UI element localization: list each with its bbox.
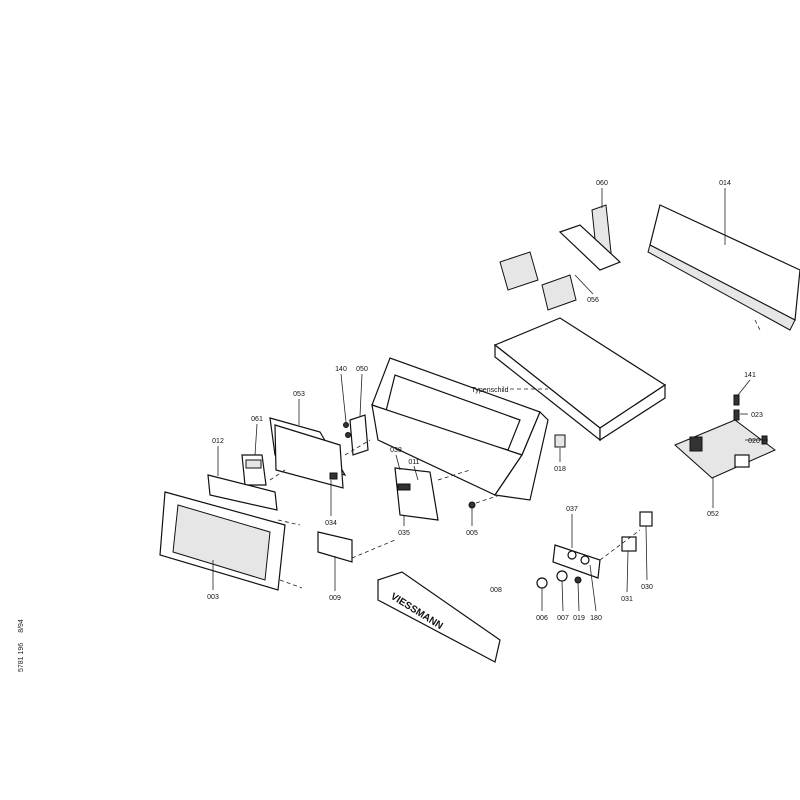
part-053-control-panel bbox=[269, 417, 347, 489]
callout-031: 031 bbox=[621, 596, 633, 603]
part-037-switch-plate bbox=[552, 544, 601, 579]
part-060-module bbox=[558, 204, 622, 271]
callout-006: 006 bbox=[536, 615, 548, 622]
callout-020: 020 bbox=[748, 438, 760, 445]
callout-018: 018 bbox=[554, 466, 566, 473]
callout-014: 014 bbox=[719, 180, 731, 187]
callout-180: 180 bbox=[590, 615, 602, 622]
callout-060: 060 bbox=[596, 180, 608, 187]
callout-typenschild: Typenschild bbox=[472, 387, 509, 394]
part-007-knob bbox=[556, 570, 568, 582]
callout-012: 012 bbox=[212, 438, 224, 445]
callout-056: 056 bbox=[587, 297, 599, 304]
callout-050: 050 bbox=[356, 366, 368, 373]
callout-011: 011 bbox=[408, 459, 419, 466]
part-052-circuit-board bbox=[674, 419, 776, 479]
part-003-front-door bbox=[159, 491, 286, 591]
leader-lines bbox=[212, 188, 768, 612]
callout-labels: 060 014 056 141 023 020 052 140 050 053 … bbox=[207, 180, 763, 622]
document-id: 5781 196 bbox=[18, 642, 25, 672]
callout-140: 140 bbox=[335, 366, 347, 373]
part-006-knob bbox=[536, 577, 548, 589]
callout-037: 037 bbox=[566, 506, 578, 513]
callout-008: 008 bbox=[490, 587, 502, 594]
callout-035: 035 bbox=[398, 530, 410, 537]
document-date: 8/94 bbox=[18, 619, 25, 633]
callout-007: 007 bbox=[557, 615, 569, 622]
part-housing-frame bbox=[371, 357, 549, 501]
part-008-logo-strip: VIESSMANN bbox=[377, 571, 501, 663]
part-014-top-cover bbox=[647, 204, 800, 331]
callout-034: 034 bbox=[325, 520, 337, 527]
callout-003: 003 bbox=[207, 594, 219, 601]
callout-053: 053 bbox=[293, 391, 305, 398]
callout-141: 141 bbox=[744, 372, 756, 379]
callout-005: 005 bbox=[466, 530, 478, 537]
callout-019: 019 bbox=[573, 615, 585, 622]
callout-023: 023 bbox=[751, 412, 763, 419]
part-035-cover bbox=[394, 467, 439, 521]
callout-030: 030 bbox=[641, 584, 653, 591]
part-061-display-module bbox=[241, 454, 267, 486]
part-chassis bbox=[493, 317, 667, 442]
document-number: 5781 196 8/94 bbox=[18, 609, 25, 672]
part-005-screw bbox=[468, 501, 476, 509]
part-056-vent-covers bbox=[499, 251, 577, 311]
callout-009: 009 bbox=[329, 595, 341, 602]
callout-052: 052 bbox=[707, 511, 719, 518]
part-019-nut bbox=[574, 576, 582, 584]
part-030-switch bbox=[639, 511, 653, 527]
part-012-trim-strip bbox=[207, 474, 278, 511]
callout-038: 038 bbox=[390, 447, 402, 454]
part-050-board bbox=[343, 414, 369, 456]
callout-061: 061 bbox=[251, 416, 263, 423]
part-031-switch bbox=[621, 536, 637, 552]
part-009-trim bbox=[317, 531, 353, 563]
part-018-clip bbox=[554, 434, 566, 448]
